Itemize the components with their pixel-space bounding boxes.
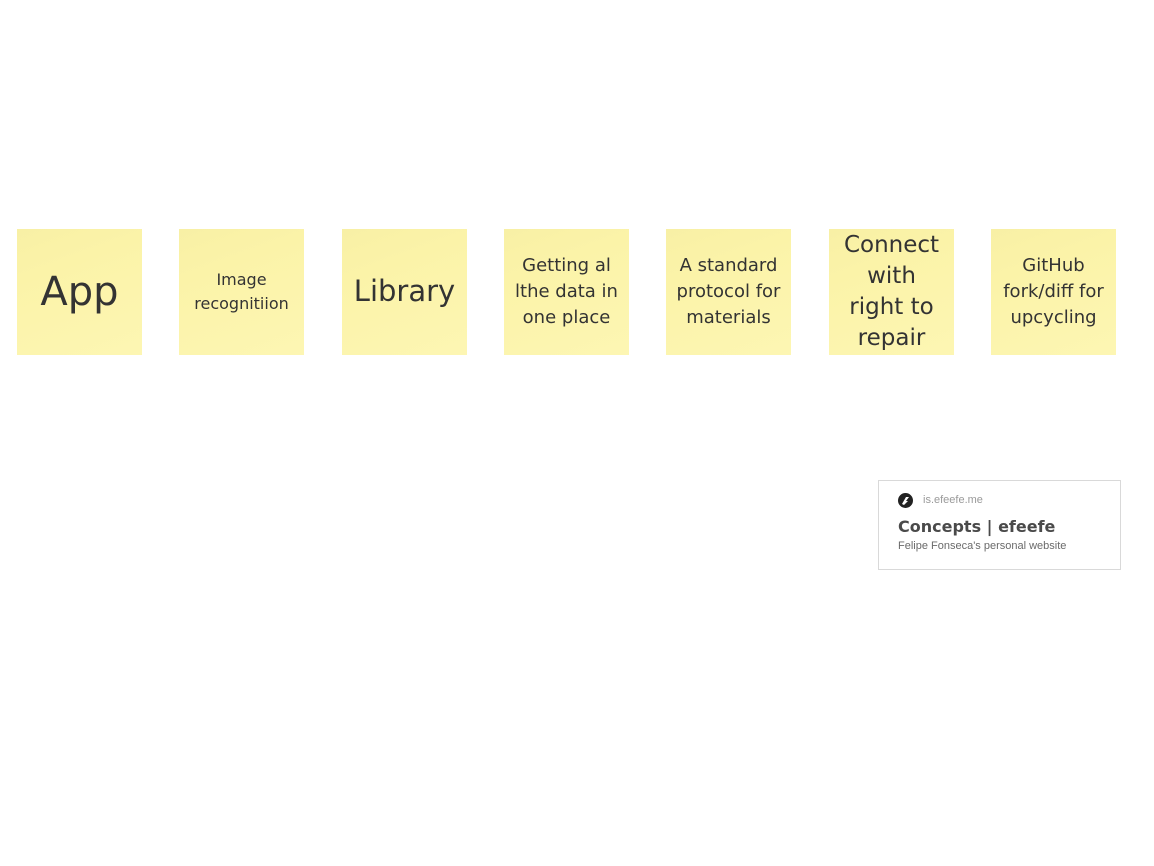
sticky-note-app[interactable]: App bbox=[17, 229, 142, 355]
sticky-note-text: A standard protocol for materials bbox=[676, 254, 781, 329]
sticky-note-text: Library bbox=[353, 274, 456, 309]
sticky-note-image-recognition[interactable]: Image recognitiion bbox=[179, 229, 304, 355]
sticky-note-text: Getting al lthe data in one place bbox=[515, 254, 618, 329]
link-card-site-row: is.efeefe.me bbox=[898, 491, 1101, 509]
sticky-note-data-one-place[interactable]: Getting al lthe data in one place bbox=[504, 229, 629, 355]
sticky-note-text: Image recognitiion bbox=[194, 270, 289, 313]
sticky-note-text: App bbox=[40, 269, 119, 315]
sticky-note-right-to-repair[interactable]: Connect with right to repair bbox=[829, 229, 954, 355]
sticky-note-github-fork[interactable]: GitHub fork/diff for upcycling bbox=[991, 229, 1116, 355]
sticky-note-text: GitHub fork/diff for upcycling bbox=[1003, 254, 1104, 329]
sticky-note-text: Connect with right to repair bbox=[843, 231, 940, 352]
sticky-note-library[interactable]: Library bbox=[342, 229, 467, 355]
link-card-description: Felipe Fonseca's personal website bbox=[898, 540, 1067, 552]
link-preview-card[interactable]: is.efeefe.me Concepts | efeefe Felipe Fo… bbox=[878, 480, 1121, 570]
link-card-domain: is.efeefe.me bbox=[923, 494, 983, 506]
site-logo-icon bbox=[898, 492, 913, 508]
sticky-note-standard-protocol[interactable]: A standard protocol for materials bbox=[666, 229, 791, 355]
link-card-title: Concepts | efeefe bbox=[898, 517, 1056, 536]
